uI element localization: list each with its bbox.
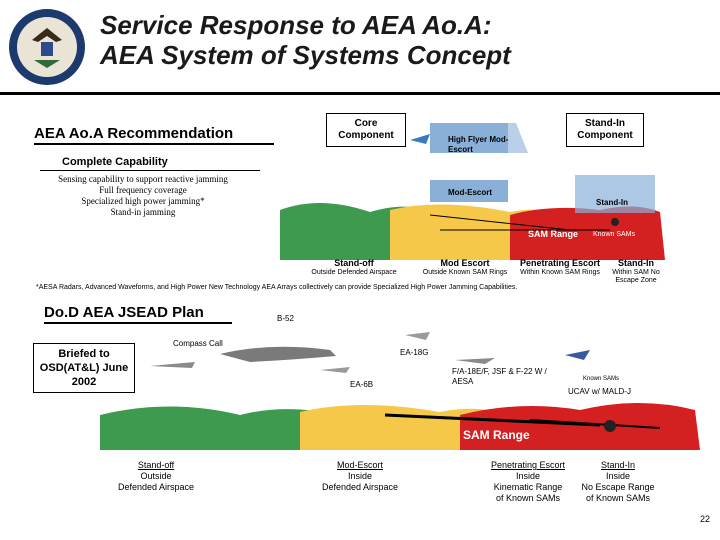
sam-terrain: [460, 403, 700, 450]
ea18g-label: EA-18G: [400, 348, 429, 357]
capability-item: Stand-in jamming: [110, 207, 176, 217]
jsead-concept-graphic: [100, 332, 700, 450]
mod-escort-bar: [430, 180, 508, 202]
capability-item: Full frequency coverage: [99, 185, 187, 195]
core-component-box: Core Component: [326, 113, 406, 147]
caption-stand-in: Stand-In Inside No Escape Range of Known…: [581, 460, 655, 503]
caption-penetrating-escort: Penetrating Escort Inside Kinematic Rang…: [490, 460, 566, 503]
ea18g-aircraft: [405, 332, 430, 340]
sam-range-label: SAM Range: [528, 229, 579, 239]
aesa-footnote: *AESA Radars, Advanced Waveforms, and Hi…: [36, 284, 518, 291]
ucav-aircraft: [565, 350, 590, 360]
compass-call-aircraft: [150, 362, 195, 368]
sam-range-label: SAM Range: [463, 428, 530, 442]
jsead-heading-underline: [44, 322, 232, 324]
standin-component-box: Stand-In Component: [566, 113, 644, 147]
capability-item: Specialized high power jamming*: [81, 196, 205, 206]
caption-standoff: Stand-off Outside Defended Airspace: [117, 460, 195, 492]
title-divider: [0, 92, 720, 95]
page-title: Service Response to AEA Ao.A: AEA System…: [100, 10, 511, 70]
capability-heading: Complete Capability: [62, 156, 168, 168]
briefed-box: Briefed to OSD(AT&L) June 2002: [33, 343, 135, 393]
mod-escort-terrain: [300, 405, 510, 450]
standoff-terrain: [100, 406, 350, 450]
jsead-heading: Do.D AEA JSEAD Plan: [44, 304, 204, 321]
high-flyer-bar: [430, 123, 508, 153]
aoa-heading-underline: [34, 143, 274, 145]
aoa-concept-graphic: [280, 123, 665, 260]
caption-mod-escort: Mod-Escort Inside Defended Airspace: [321, 460, 399, 492]
page-number: 22: [700, 514, 711, 524]
b52-label: B-52: [277, 314, 294, 323]
known-sams-small-label: Known SAMs: [583, 376, 620, 382]
stand-in-bar: [575, 175, 655, 213]
fa18-label: F/A-18E/F, JSF & F-22 W / AESA: [452, 367, 547, 386]
dod-seal-logo: [9, 9, 85, 85]
capability-list: Sensing capability to support reactive j…: [18, 174, 268, 218]
aoa-heading: AEA Ao.A Recommendation: [34, 125, 234, 142]
ea6b-aircraft: [320, 367, 350, 373]
capability-item: Sensing capability to support reactive j…: [58, 174, 228, 184]
ea6b-label: EA-6B: [350, 380, 374, 389]
stand-in-label: Stand-In: [596, 198, 628, 207]
high-flyer-label: High Flyer Mod-Escort: [448, 135, 509, 154]
b52-aircraft: [220, 346, 336, 362]
mod-escort-label: Mod-Escort: [448, 188, 492, 197]
sam-terrain: [510, 206, 665, 260]
compass-call-label: Compass Call: [173, 339, 223, 348]
capability-underline: [40, 170, 260, 171]
fa18-aircraft: [455, 358, 495, 364]
known-sams-label: Known SAMs: [593, 231, 636, 238]
ucav-label: UCAV w/ MALD-J: [568, 387, 631, 396]
